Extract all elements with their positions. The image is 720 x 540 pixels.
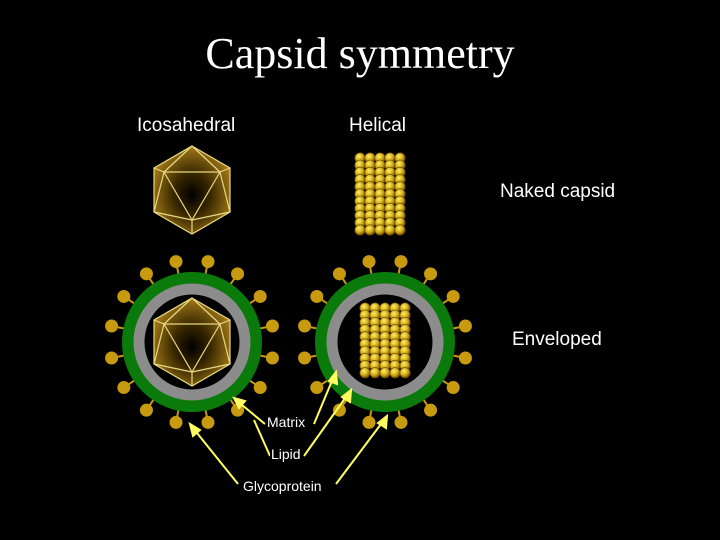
glycoprotein-spike-head	[424, 267, 438, 281]
label-glycoprotein: Glycoprotein	[242, 478, 323, 494]
glycoprotein-arrowhead-left	[188, 421, 202, 438]
helix-bead	[379, 367, 391, 379]
glycoprotein-spike-head	[139, 267, 153, 281]
glycoprotein-spike-head	[446, 381, 460, 395]
label-naked-capsid: Naked capsid	[500, 181, 616, 202]
glycoprotein-spike-head	[117, 381, 131, 395]
glycoprotein-spike-head	[253, 289, 267, 303]
glycoprotein-spike-head	[458, 351, 472, 365]
glycoprotein-spike-head	[362, 255, 376, 269]
glycoprotein-spike-head	[446, 289, 460, 303]
label-enveloped: Enveloped	[512, 329, 602, 350]
glycoprotein-spike-head	[265, 319, 279, 333]
helix-bead	[384, 224, 396, 236]
glycoprotein-spike-head	[253, 381, 267, 395]
glycoprotein-spike-head	[310, 381, 324, 395]
callout-arrows	[188, 369, 389, 485]
lipid-arrow-right	[303, 393, 349, 457]
glycoprotein-spike-head	[265, 351, 279, 365]
glycoprotein-spike-head	[139, 403, 153, 417]
glycoprotein-spike-head	[201, 255, 215, 269]
naked-icosahedral-capsid	[153, 145, 231, 235]
glycoprotein-spike-head	[231, 267, 245, 281]
helix-bead	[369, 367, 381, 379]
glycoprotein-spike-head	[394, 415, 408, 429]
glycoprotein-spike-head	[332, 403, 346, 417]
glycoprotein-spike-head	[362, 415, 376, 429]
helix-bead	[399, 367, 411, 379]
glycoprotein-spike-head	[117, 289, 131, 303]
glycoprotein-spike-head	[310, 289, 324, 303]
enveloped-helical-virion	[298, 255, 472, 429]
glycoprotein-arrow-left	[192, 427, 239, 485]
matrix-arrow-right	[313, 375, 335, 425]
label-icosahedral: Icosahedral	[137, 115, 236, 136]
glycoprotein-spike-head	[424, 403, 438, 417]
label-lipid: Lipid	[270, 446, 302, 462]
glycoprotein-spike-head	[105, 319, 119, 333]
helix-bead	[394, 224, 406, 236]
glycoprotein-spike-head	[298, 319, 312, 333]
glycoprotein-spike-head	[394, 255, 408, 269]
matrix-arrowhead-right	[327, 369, 339, 386]
naked-helical-capsid	[354, 152, 406, 236]
glycoprotein-spike-head	[298, 351, 312, 365]
helix-bead	[354, 224, 366, 236]
glycoprotein-spike-head	[332, 267, 346, 281]
glycoprotein-spike-head	[458, 319, 472, 333]
glycoprotein-spike-head	[105, 351, 119, 365]
glycoprotein-spike-head	[169, 255, 183, 269]
slide-title: Capsid symmetry	[205, 29, 515, 78]
matrix-arrowhead-left	[232, 396, 247, 410]
enveloped-icosahedral-virion	[105, 255, 279, 429]
glycoprotein-arrowhead-right	[376, 413, 389, 430]
glycoprotein-spike-head	[201, 415, 215, 429]
label-matrix: Matrix	[266, 414, 307, 430]
glycoprotein-arrow-right	[335, 419, 385, 485]
helix-bead	[359, 367, 371, 379]
helix-bead	[374, 224, 386, 236]
lipid-arrow-left	[253, 419, 271, 457]
glycoprotein-spike-head	[169, 415, 183, 429]
helix-bead	[389, 367, 401, 379]
helix-bead	[364, 224, 376, 236]
lipid-arrowhead-right	[340, 387, 353, 404]
label-helical: Helical	[349, 115, 407, 136]
